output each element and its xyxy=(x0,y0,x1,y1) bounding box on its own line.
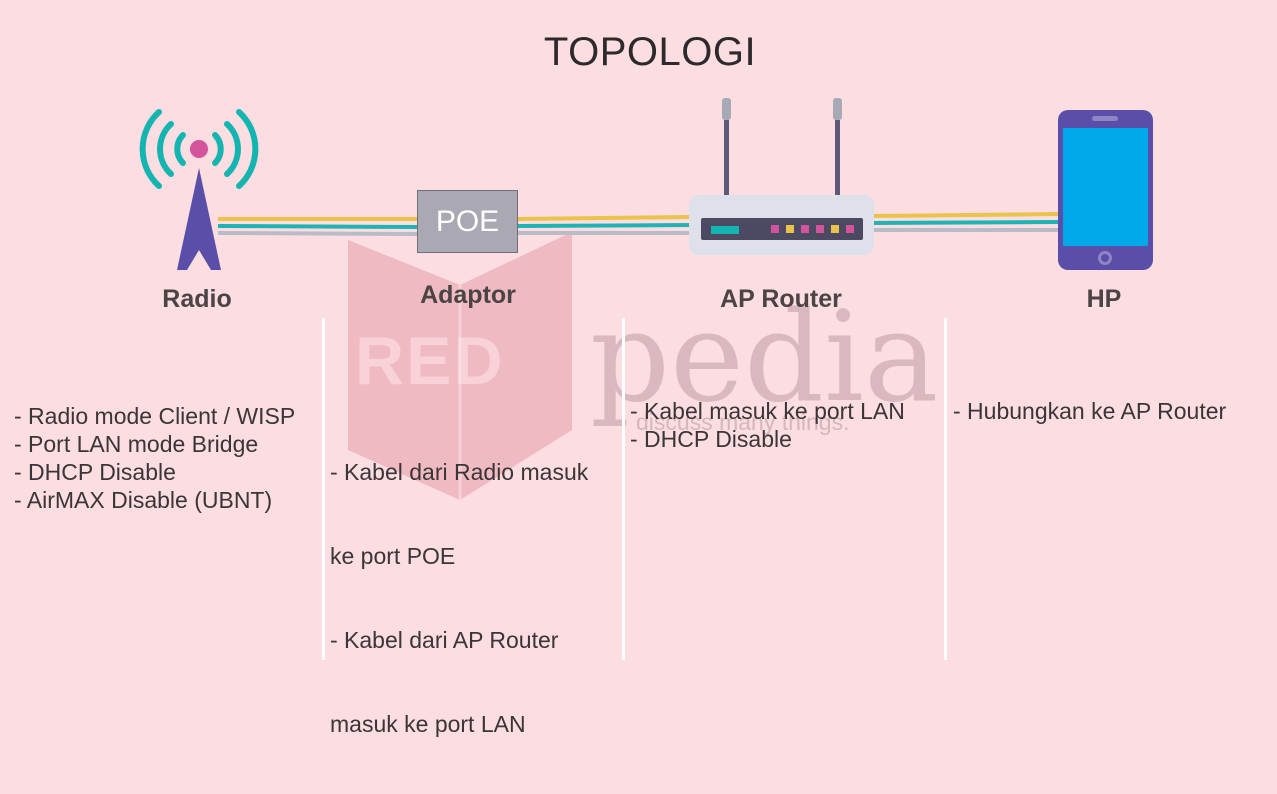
adaptor-label: Adaptor xyxy=(420,281,516,309)
note-line: - Kabel dari AP Router xyxy=(330,627,559,653)
watermark-tagline: discuss many things. xyxy=(636,409,850,435)
wifi-router-icon xyxy=(689,98,874,255)
column-divider xyxy=(322,318,325,660)
note-line: - AirMAX Disable (UBNT) xyxy=(14,487,273,513)
note-line: - Kabel masuk ke port LAN xyxy=(630,398,905,424)
note-line: ke port POE xyxy=(330,543,456,569)
watermark-book-icon xyxy=(348,232,572,500)
note-line: - Port LAN mode Bridge xyxy=(14,431,259,457)
adaptor-notes: - Kabel dari Radio masuk ke port POE - K… xyxy=(330,402,588,794)
radio-tower-icon xyxy=(139,109,259,270)
page-title: TOPOLOGI xyxy=(543,30,757,74)
radio-notes: - Radio mode Client / WISP - Port LAN mo… xyxy=(14,402,295,514)
column-divider xyxy=(622,318,625,660)
watermark-red: RED xyxy=(355,323,505,399)
note-line: - Radio mode Client / WISP xyxy=(14,403,296,429)
poe-box-text: POE xyxy=(435,204,500,238)
note-line: masuk ke port LAN xyxy=(330,711,526,737)
router-label: AP Router xyxy=(720,285,842,313)
router-notes: - Kabel masuk ke port LAN - DHCP Disable xyxy=(630,397,905,453)
cable-poe-router xyxy=(517,215,693,235)
note-line: - DHCP Disable xyxy=(630,426,792,452)
note-line: - Kabel dari Radio masuk xyxy=(330,459,589,485)
radio-label: Radio xyxy=(162,285,232,313)
note-line: - DHCP Disable xyxy=(14,459,176,485)
cable-radio-poe xyxy=(217,217,418,236)
cables xyxy=(217,212,1059,236)
watermark-pedia: pedia xyxy=(590,285,939,430)
cable-router-hp xyxy=(871,212,1059,232)
poe-adaptor-icon: POE xyxy=(417,190,518,253)
note-line: - Hubungkan ke AP Router xyxy=(953,398,1227,424)
smartphone-icon xyxy=(1058,110,1153,270)
hp-notes: - Hubungkan ke AP Router xyxy=(953,397,1226,425)
hp-label: HP xyxy=(1086,285,1122,313)
topology-diagram: TOPOLOGI RED pedia discuss many things. xyxy=(14,30,1226,737)
column-divider xyxy=(944,318,947,660)
